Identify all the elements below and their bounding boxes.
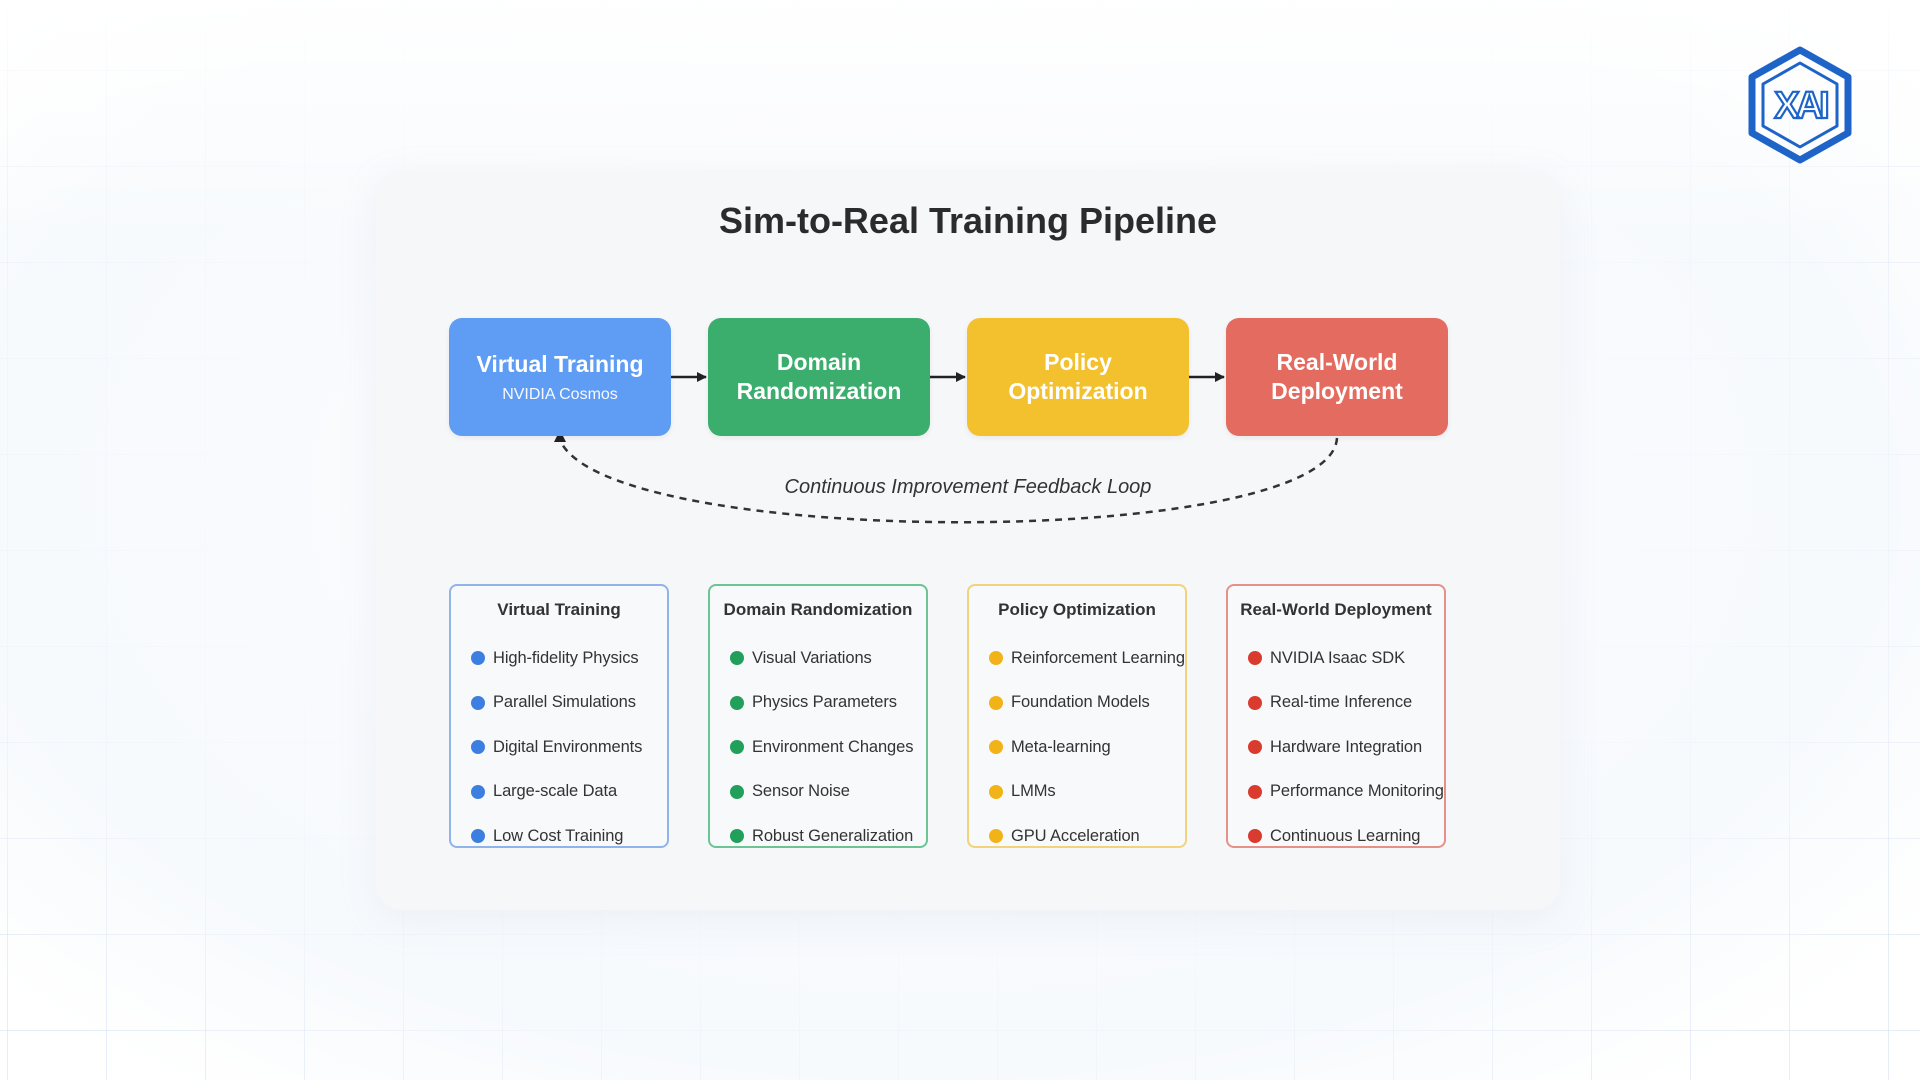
stage-policy-optimization: Policy Optimization [967,318,1189,436]
list-item-text: Large-scale Data [493,782,618,801]
detail-card-virtual-training: Virtual Training High-fidelity Physics P… [449,584,669,848]
list-item: Digital Environments [471,729,667,774]
list-item: Meta-learning [989,729,1185,774]
list-item: GPU Acceleration [989,818,1185,863]
bullet-dot-icon [730,829,744,844]
bullet-dot-icon [989,651,1003,666]
bullet-dot-icon [471,829,485,844]
list-item: Sensor Noise [730,774,926,819]
stage-title: Real-World Deployment [1271,349,1403,404]
bullet-dot-icon [730,651,744,666]
list-item: Hardware Integration [1248,729,1444,774]
list-item-text: High-fidelity Physics [493,648,639,667]
detail-title: Domain Randomization [723,600,913,619]
bullet-dot-icon [730,784,744,799]
detail-list: High-fidelity Physics Parallel Simulatio… [451,640,667,863]
feedback-loop-label: Continuous Improvement Feedback Loop [784,476,1152,498]
list-item-text: Low Cost Training [493,826,624,845]
bullet-dot-icon [1248,829,1262,844]
detail-card-policy-optimization: Policy Optimization Reinforcement Learni… [967,584,1187,848]
bullet-dot-icon [1248,784,1262,799]
bullet-dot-icon [471,695,485,710]
bullet-dot-icon [471,740,485,755]
list-item-text: Reinforcement Learning [1011,648,1185,667]
list-item: Physics Parameters [730,685,926,730]
stage-title: Policy Optimization [1008,349,1148,404]
detail-list: NVIDIA Isaac SDK Real-time Inference Har… [1228,640,1444,863]
list-item-text: Parallel Simulations [493,693,636,712]
detail-title: Real-World Deployment [1240,600,1432,619]
detail-title: Policy Optimization [998,600,1156,619]
list-item: Environment Changes [730,729,926,774]
list-item: Robust Generalization [730,818,926,863]
list-item-text: Sensor Noise [752,782,850,801]
list-item-text: Real-time Inference [1270,693,1413,712]
stage-title: Virtual Training [476,351,644,377]
stage-domain-randomization: Domain Randomization [708,318,930,436]
stage-subtitle: NVIDIA Cosmos [502,386,618,403]
bullet-dot-icon [471,784,485,799]
list-item-text: Environment Changes [752,737,914,756]
bullet-dot-icon [730,695,744,710]
detail-list: Visual Variations Physics Parameters Env… [710,640,926,863]
bullet-dot-icon [989,695,1003,710]
list-item: NVIDIA Isaac SDK [1248,640,1444,685]
list-item: Low Cost Training [471,818,667,863]
bullet-dot-icon [1248,740,1262,755]
bullet-dot-icon [1248,651,1262,666]
bullet-dot-icon [989,784,1003,799]
list-item-text: GPU Acceleration [1011,826,1140,845]
stage-virtual-training: Virtual Training NVIDIA Cosmos [449,318,671,436]
list-item: Reinforcement Learning [989,640,1185,685]
list-item: Parallel Simulations [471,685,667,730]
list-item-text: Foundation Models [1011,693,1150,712]
detail-title: Virtual Training [497,600,621,619]
list-item-text: Visual Variations [752,648,872,667]
list-item: High-fidelity Physics [471,640,667,685]
xai-hexagon-logo-icon: XAI [1748,46,1852,164]
detail-list: Reinforcement Learning Foundation Models… [969,640,1185,863]
stage-real-world-deployment: Real-World Deployment [1226,318,1448,436]
bullet-dot-icon [989,740,1003,755]
logo-text: XAI [1774,85,1828,127]
bullet-dot-icon [989,829,1003,844]
list-item-text: LMMs [1011,782,1056,801]
bullet-dot-icon [1248,695,1262,710]
list-item: Continuous Learning [1248,818,1444,863]
list-item: Foundation Models [989,685,1185,730]
bullet-dot-icon [730,740,744,755]
stage-title: Domain Randomization [736,349,902,404]
detail-card-domain-randomization: Domain Randomization Visual Variations P… [708,584,928,848]
list-item: Real-time Inference [1248,685,1444,730]
list-item-text: NVIDIA Isaac SDK [1270,648,1406,667]
list-item-text: Continuous Learning [1270,826,1421,845]
bullet-dot-icon [471,651,485,666]
list-item: Large-scale Data [471,774,667,819]
list-item-text: Robust Generalization [752,826,914,845]
pipeline-card: Sim-to-Real Training Pipeline Virtual Tr… [376,170,1560,910]
list-item-text: Meta-learning [1011,737,1111,756]
list-item: Visual Variations [730,640,926,685]
detail-card-real-world-deployment: Real-World Deployment NVIDIA Isaac SDK R… [1226,584,1446,848]
list-item: LMMs [989,774,1185,819]
list-item: Performance Monitoring [1248,774,1444,819]
list-item-text: Physics Parameters [752,693,897,712]
list-item-text: Digital Environments [493,737,643,756]
list-item-text: Performance Monitoring [1270,782,1444,801]
diagram-title: Sim-to-Real Training Pipeline [718,200,1218,241]
list-item-text: Hardware Integration [1270,737,1423,756]
